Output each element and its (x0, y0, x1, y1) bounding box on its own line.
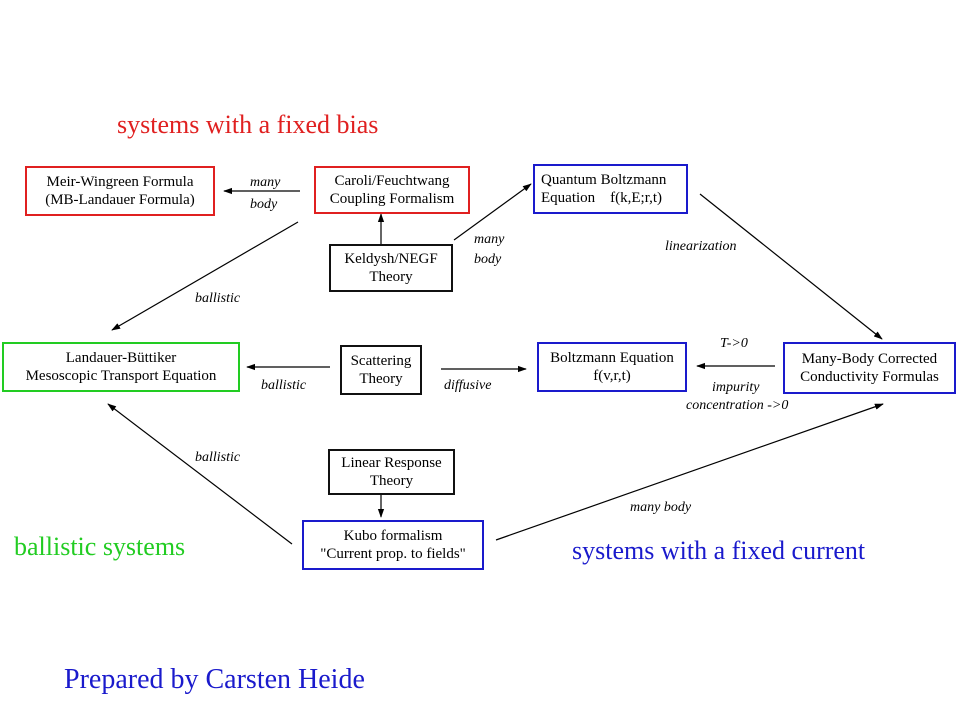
label-ballistic-3: ballistic (195, 450, 241, 465)
box-scattering-line1: Scattering (350, 353, 412, 369)
box-keldysh-line1: Keldysh/NEGF (344, 251, 438, 267)
label-t-to-0: T->0 (720, 336, 748, 351)
label-many-body-2a: many (474, 232, 505, 247)
label-diffusive: diffusive (444, 378, 492, 393)
box-kubo-formalism: Kubo formalism "Current prop. to fields" (302, 520, 484, 570)
caption-fixed-current: systems with a fixed current (572, 536, 866, 565)
box-linear-response: Linear Response Theory (328, 449, 455, 495)
box-manybody-line2: Conductivity Formulas (800, 369, 939, 385)
label-concentration: concentration ->0 (686, 398, 789, 413)
arrow-meir-to-landauer (111, 221, 299, 331)
caption-fixed-bias: systems with a fixed bias (117, 110, 379, 139)
arrow-kubo-to-landauer (107, 403, 293, 545)
box-landauer-line2: Mesoscopic Transport Equation (25, 368, 217, 384)
box-boltzmann-equation: Boltzmann Equation f(v,r,t) (537, 342, 687, 392)
box-linresp-line1: Linear Response (341, 455, 442, 471)
box-qboltz-line1: Quantum Boltzmann (541, 172, 667, 188)
label-linearization: linearization (665, 239, 737, 254)
box-caroli-line2: Coupling Formalism (329, 191, 455, 207)
label-many-body-1b: body (250, 197, 278, 212)
caption-ballistic-systems: ballistic systems (14, 532, 186, 561)
box-boltz-line2: f(v,r,t) (593, 368, 631, 384)
box-boltz-line1: Boltzmann Equation (550, 350, 674, 366)
box-landauer-line1: Landauer-Büttiker (65, 350, 177, 366)
label-ballistic-2: ballistic (261, 378, 307, 393)
box-kubo-line2: "Current prop. to fields" (320, 546, 466, 562)
box-keldysh-negf: Keldysh/NEGF Theory (329, 244, 453, 292)
box-manybody-line1: Many-Body Corrected (801, 351, 938, 367)
arrow-kubo-to-manybody (495, 403, 884, 541)
box-keldysh-line2: Theory (369, 269, 413, 285)
box-kubo-line1: Kubo formalism (343, 528, 443, 544)
box-scattering-line2: Theory (359, 371, 403, 387)
box-caroli-feuchtwang: Caroli/Feuchtwang Coupling Formalism (314, 166, 470, 214)
label-many-body-2b: body (474, 252, 502, 267)
label-ballistic-1: ballistic (195, 291, 241, 306)
box-scattering-theory: Scattering Theory (340, 345, 422, 395)
box-qboltz-line2: Equation f(k,E;r,t) (541, 190, 663, 206)
box-meir-line1: Meir-Wingreen Formula (46, 174, 194, 190)
caption-credit: Prepared by Carsten Heide (64, 664, 365, 695)
arrow-qboltz-to-manybody (699, 193, 883, 340)
label-many-body-1a: many (250, 175, 281, 190)
box-caroli-line1: Caroli/Feuchtwang (334, 173, 450, 189)
box-many-body-corrected: Many-Body Corrected Conductivity Formula… (783, 342, 956, 394)
box-quantum-boltzmann: Quantum Boltzmann Equation f(k,E;r,t) (533, 164, 688, 214)
arrow-keldysh-to-qboltz (453, 183, 532, 241)
label-many-body-3: many body (630, 500, 692, 515)
box-meir-wingreen: Meir-Wingreen Formula (MB-Landauer Formu… (25, 166, 215, 216)
box-meir-line2: (MB-Landauer Formula) (45, 192, 195, 208)
box-landauer-buttiker: Landauer-Büttiker Mesoscopic Transport E… (2, 342, 240, 392)
box-linresp-line2: Theory (369, 473, 414, 489)
label-impurity: impurity (712, 380, 760, 395)
